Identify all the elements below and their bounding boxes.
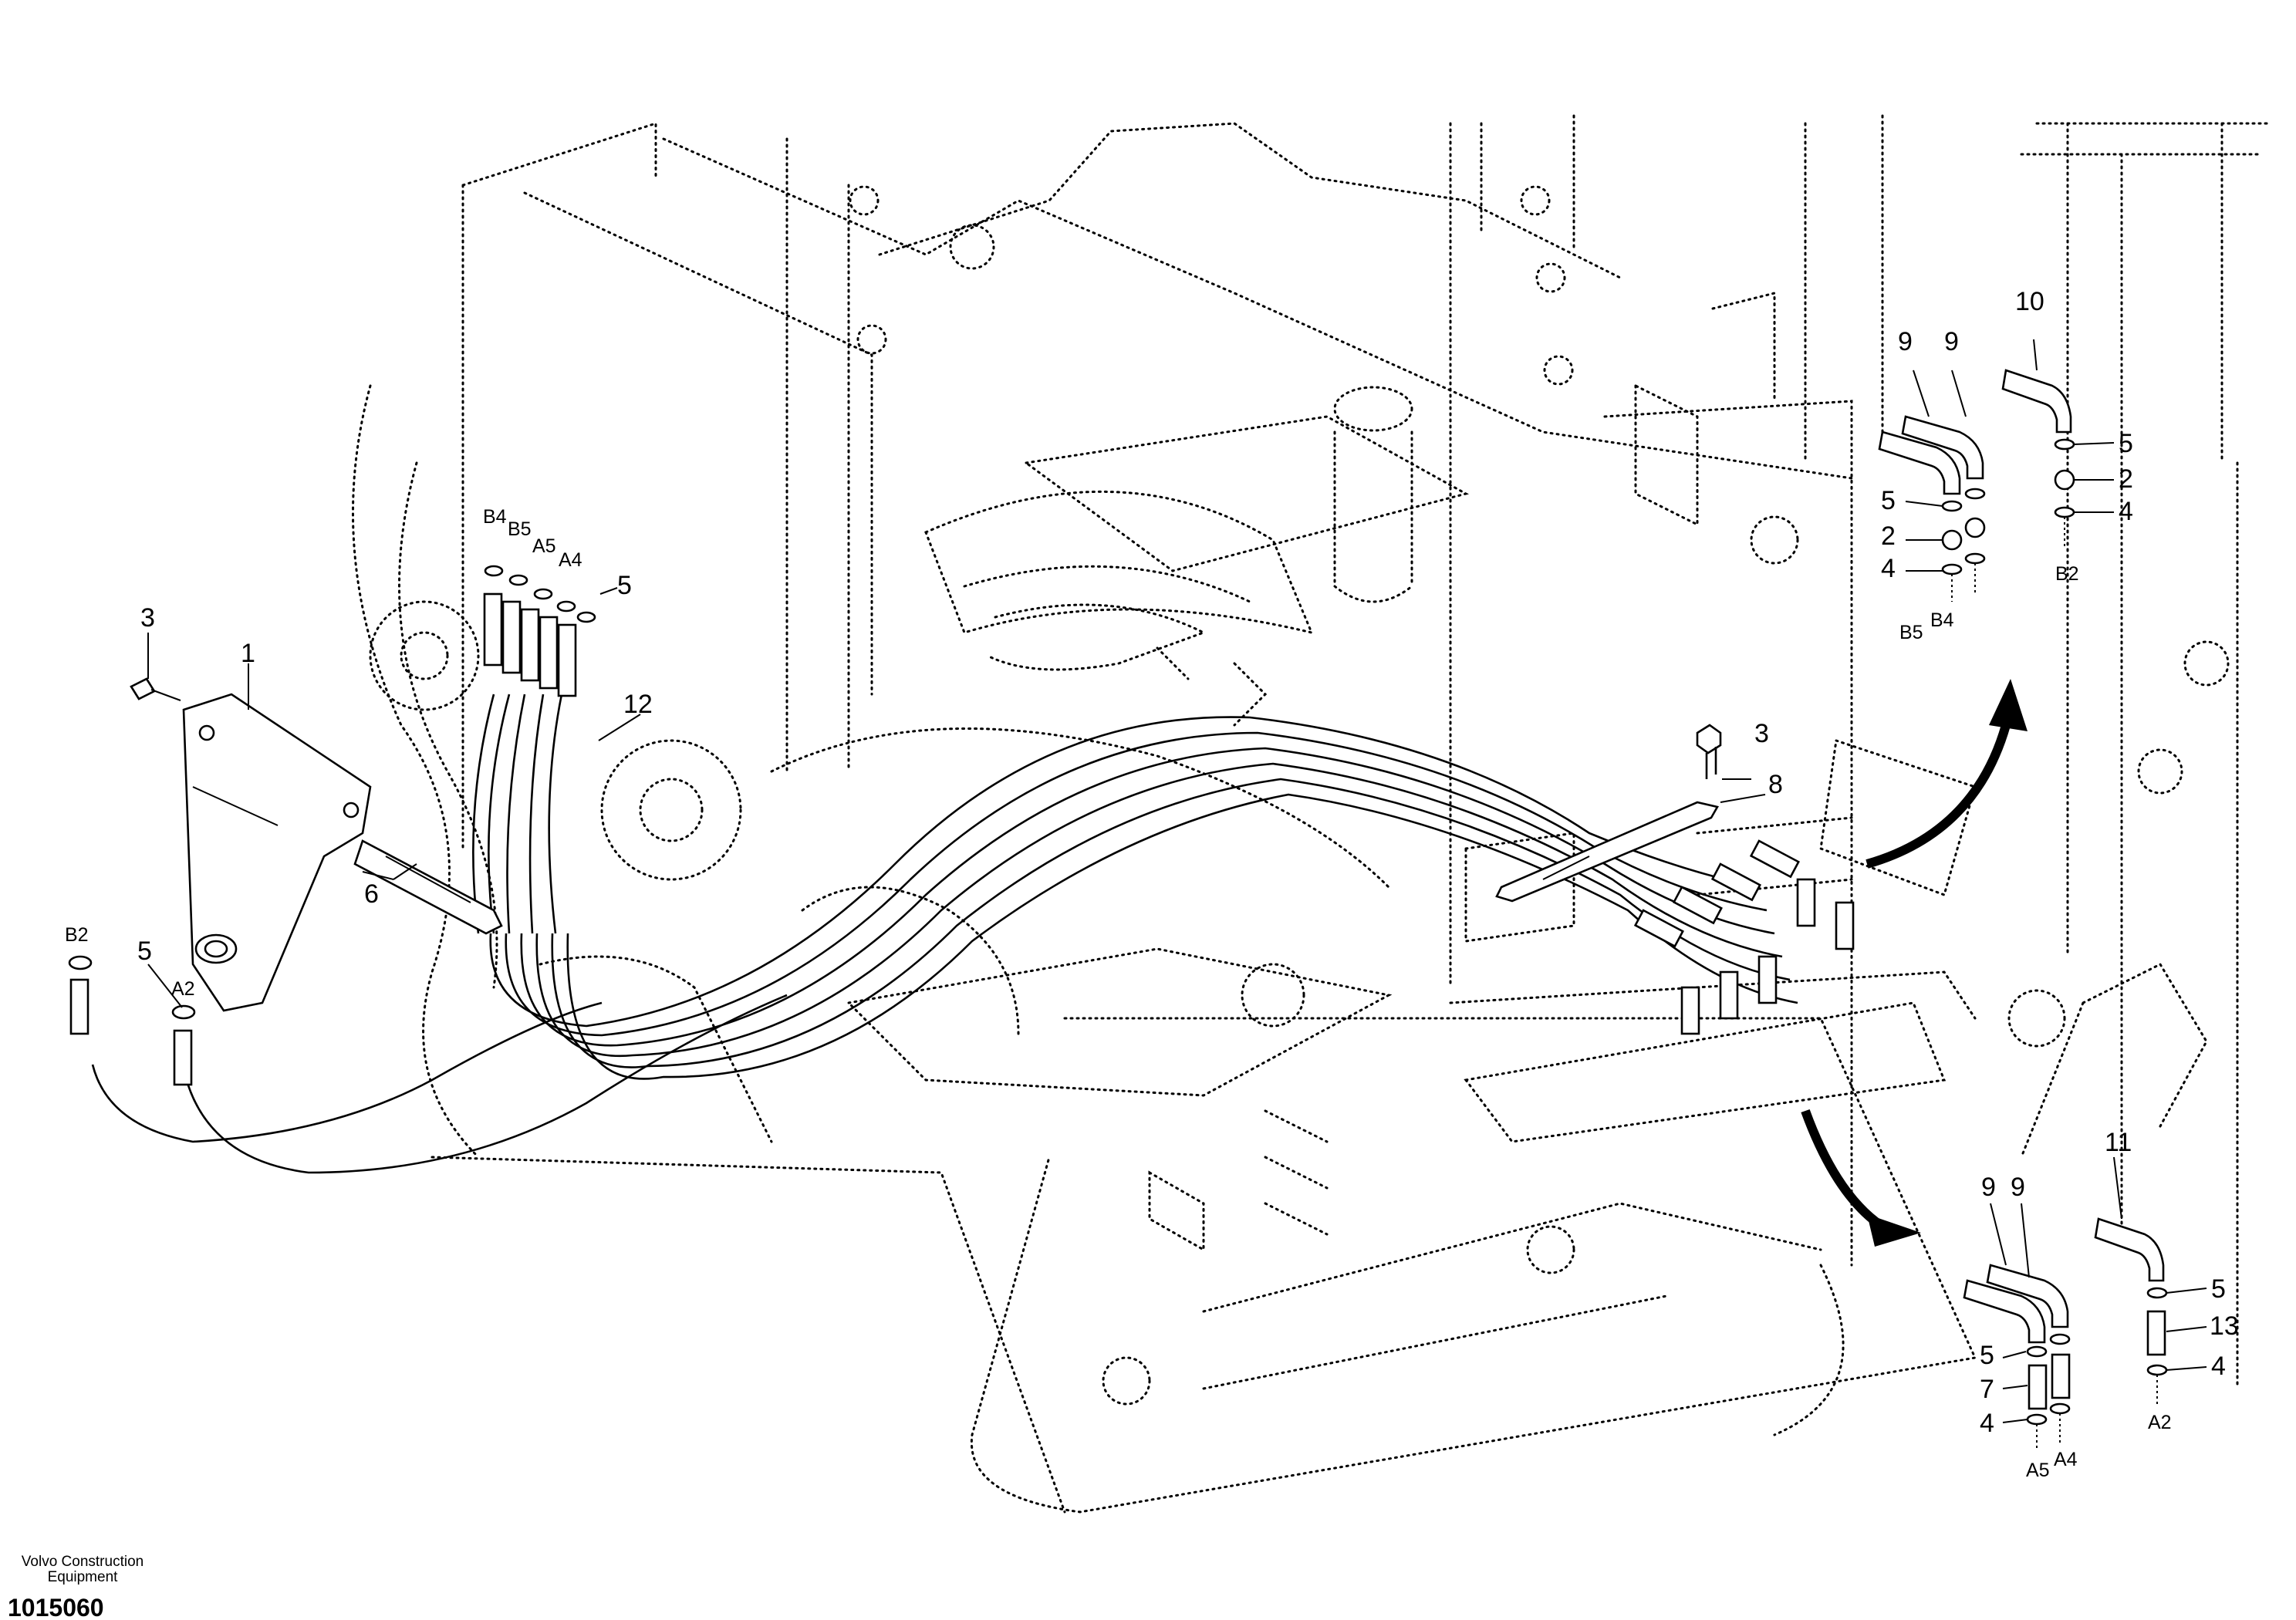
- callout-6: 6: [364, 879, 379, 909]
- machine-frame: [352, 114, 2270, 1514]
- callout-7: 7: [1980, 1375, 1994, 1404]
- bolt-part-left: [130, 677, 181, 701]
- callout-5-left-top: 5: [617, 571, 632, 600]
- bracket-part: [182, 693, 372, 1012]
- port-label-b5-upper-detail: B5: [1899, 622, 1923, 643]
- callout-4-c: 4: [2211, 1352, 2226, 1381]
- callout-10: 10: [2015, 287, 2044, 316]
- port-label-a2-left: A2: [171, 978, 195, 1000]
- callout-3-left: 3: [140, 603, 155, 633]
- port-label-a4-left: A4: [559, 549, 582, 571]
- callout-3-right: 3: [1754, 719, 1769, 748]
- detail-arrow-upper: [1866, 679, 2028, 869]
- callout-labels: 1 3 6 12 5 5 3 8 10 9 9 5 2 4 5 2 4 11 9…: [137, 287, 2239, 1438]
- callout-5-lr-b: 5: [1980, 1341, 1994, 1370]
- callout-5-ur-b: 5: [1881, 486, 1896, 515]
- leader-lines: [147, 587, 1766, 1008]
- callout-2-right: 2: [2119, 464, 2133, 494]
- detail-upper-right: [1878, 339, 2115, 602]
- port-label-a5-lower-detail: A5: [2026, 1460, 2050, 1481]
- clamp-part: [353, 839, 503, 935]
- callout-5-lr-a: 5: [2211, 1274, 2226, 1304]
- callout-4-a: 4: [2119, 497, 2133, 526]
- port-label-b4-upper-detail: B4: [1930, 609, 1954, 631]
- drawing-number: 1015060: [8, 1594, 104, 1620]
- callout-11: 11: [2105, 1128, 2132, 1157]
- callout-1: 1: [241, 639, 255, 668]
- hose-fittings-left: [483, 565, 596, 697]
- port-label-a5-left: A5: [532, 535, 556, 557]
- hose-fittings-valve: [1633, 839, 1855, 1035]
- detail-lower-right: [1963, 1156, 2207, 1450]
- hose-bundle: [91, 694, 1798, 1174]
- port-label-b5-left: B5: [508, 518, 532, 540]
- brand-name-line1: Volvo Construction: [21, 1554, 144, 1570]
- port-label-a4-lower-detail: A4: [2054, 1449, 2078, 1470]
- port-label-a2-lower-detail: A2: [2148, 1412, 2172, 1433]
- strap-part: [1495, 801, 1719, 903]
- callout-4-b: 4: [1881, 554, 1896, 583]
- hose-fittings-left-bottom: [68, 955, 196, 1086]
- bolt-part-right: [1696, 724, 1722, 779]
- port-label-b2-left: B2: [65, 924, 89, 946]
- callout-5-ur-a: 5: [2119, 429, 2133, 458]
- port-label-b2-upper-detail: B2: [2055, 563, 2079, 585]
- callout-9-ur-a: 9: [1898, 327, 1913, 356]
- detail-arrow-lower: [1801, 1109, 1921, 1247]
- brand-name-line2: Equipment: [47, 1569, 118, 1585]
- port-label-b4-left: B4: [483, 506, 507, 528]
- callout-9-ur-b: 9: [1944, 327, 1959, 356]
- callout-9-lr-a: 9: [1981, 1173, 1996, 1202]
- callout-13: 13: [2210, 1311, 2239, 1341]
- callout-2-left: 2: [1881, 521, 1896, 551]
- port-labels: B4 B5 A5 A4 B2 A2 B5 B4 B2 A5 A4 A2: [65, 506, 2172, 1481]
- callout-5-left-bottom: 5: [137, 937, 152, 966]
- callout-12: 12: [623, 690, 653, 719]
- callout-4-d: 4: [1980, 1409, 1994, 1438]
- callout-9-lr-b: 9: [2011, 1173, 2025, 1202]
- callout-8: 8: [1768, 770, 1783, 799]
